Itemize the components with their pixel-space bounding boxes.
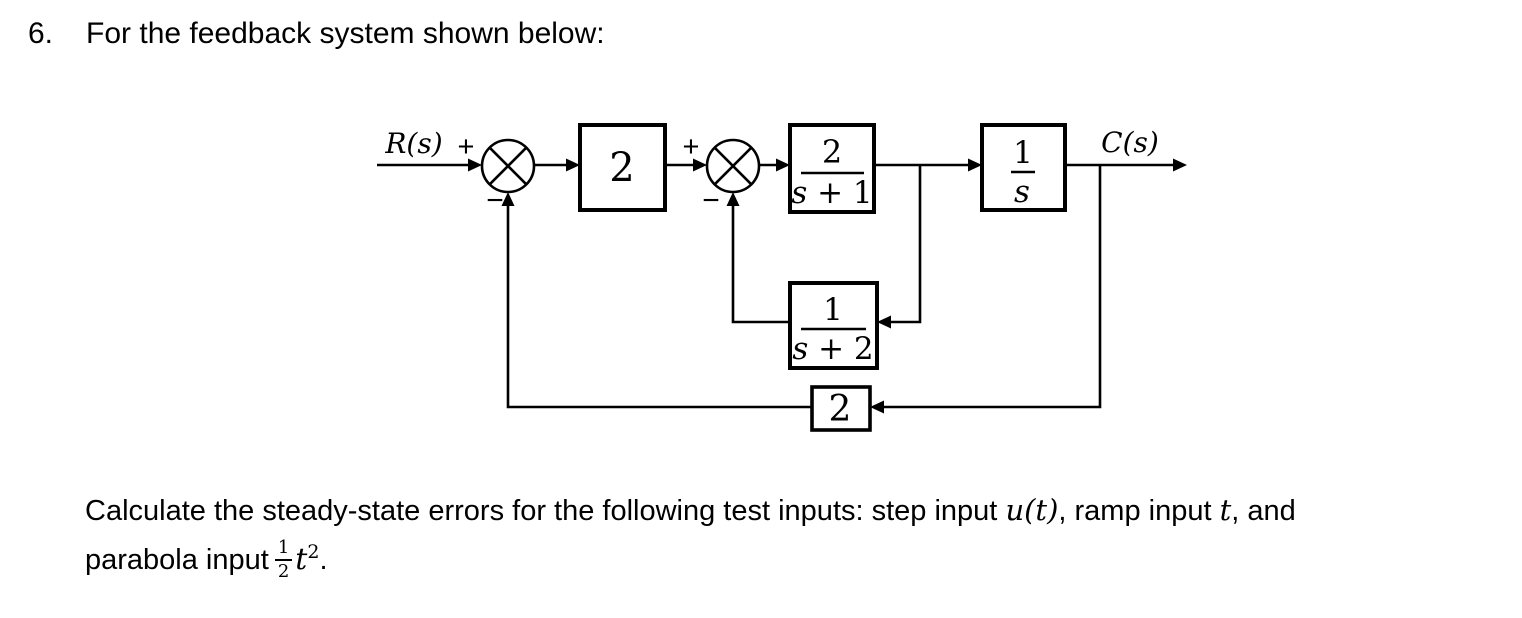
- arrow-into-gain-block: [566, 158, 580, 172]
- plant-den-var: s: [791, 175, 807, 211]
- gain-block-label: 2: [609, 145, 634, 191]
- summing-junction-2: [705, 138, 761, 194]
- question-text-2: , ramp input: [1058, 495, 1220, 527]
- question-text: Calculate the steady-state errors for th…: [85, 492, 1515, 582]
- inner-feedback-block: [788, 281, 879, 370]
- arrowheads: [468, 158, 1187, 414]
- one-half-fraction: 1 2: [274, 538, 293, 583]
- plant-block: [788, 123, 876, 214]
- outer-feedback-gain-label: 2: [829, 389, 852, 430]
- integrator-denominator: s: [1014, 174, 1030, 210]
- ramp-input-math: t: [1219, 493, 1232, 527]
- t-variable: t: [295, 542, 308, 578]
- fraction-numerator: 1: [274, 538, 293, 562]
- sum1-plus-sign: +: [458, 131, 475, 163]
- arrow-into-integrator-block: [968, 158, 982, 172]
- arrow-output: [1173, 158, 1187, 172]
- inner-feedback-numerator: 1: [823, 292, 843, 328]
- fraction-denominator: 2: [277, 561, 290, 583]
- parabola-input-math: t2: [295, 541, 319, 579]
- outer-feedback-gain-block: [810, 385, 872, 432]
- question-line-2: parabola input 1 2 t2 .: [85, 538, 1515, 582]
- inner-feedback-denominator: s + 2: [792, 331, 873, 367]
- integrator-numerator: 1: [1013, 135, 1033, 171]
- step-input-math: u(t): [1005, 493, 1059, 527]
- gain-block: [578, 123, 667, 212]
- sum1-minus-sign: −: [486, 184, 504, 217]
- question-text-1: Calculate the steady-state errors for th…: [85, 495, 1006, 527]
- problem-title: For the feedback system shown below:: [86, 17, 605, 50]
- plant-numerator: 2: [822, 133, 842, 171]
- arrow-into-plant-block: [776, 158, 790, 172]
- question-line-1: Calculate the steady-state errors for th…: [85, 492, 1515, 529]
- inner-den-var: s: [792, 331, 808, 367]
- inner-den-rest: + 2: [808, 331, 873, 367]
- output-signal-label: C(s): [1101, 126, 1159, 159]
- arrow-into-outer-gain-block: [870, 400, 884, 414]
- signal-lines: [377, 163, 1173, 409]
- integrator-block: [980, 123, 1067, 212]
- problem-number: 6.: [28, 17, 54, 50]
- arrow-into-sum2: [693, 158, 707, 172]
- t-exponent: 2: [307, 541, 320, 564]
- arrow-into-sum1-bottom: [501, 192, 515, 206]
- block-diagram: 2 2 s + 1 1 s 1 s + 2 2 R(s) C(s) + − + …: [377, 123, 1187, 432]
- sum2-minus-sign: −: [702, 184, 720, 217]
- question-text-4: parabola input: [85, 543, 269, 576]
- arrow-into-sum2-bottom: [726, 192, 740, 206]
- plant-den-rest: + 1: [807, 175, 872, 211]
- problem-heading: 6. For the feedback system shown below:: [28, 16, 605, 52]
- sum2-plus-sign: +: [683, 131, 700, 163]
- plant-denominator: s + 1: [791, 175, 872, 211]
- input-signal-label: R(s): [384, 127, 442, 160]
- summing-junction-1: [480, 138, 536, 194]
- question-period: .: [319, 543, 328, 576]
- arrow-into-sum1: [468, 158, 482, 172]
- arrow-into-inner-feedback-block: [877, 315, 891, 329]
- question-text-3: , and: [1231, 495, 1296, 527]
